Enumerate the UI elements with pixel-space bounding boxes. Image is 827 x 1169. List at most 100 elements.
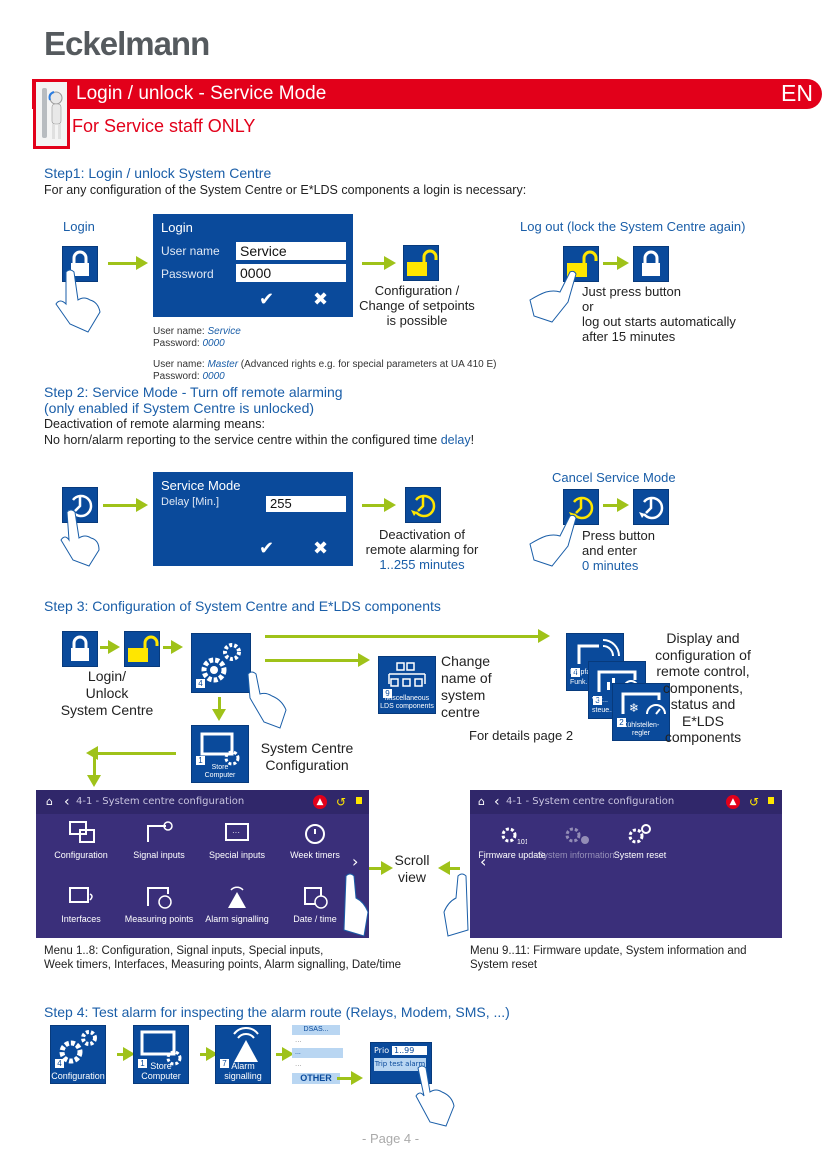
alarm-icon[interactable]: ▲	[313, 795, 327, 809]
back-icon[interactable]: ‹	[494, 794, 500, 810]
step1-heading: Step1: Login / unlock System Centre	[44, 165, 272, 181]
menu-item-special-inputs[interactable]: ··· Special inputs	[197, 820, 277, 860]
tile-number: 1	[196, 756, 205, 765]
line: Deactivation of	[379, 527, 465, 542]
configuration-tile[interactable]: 4 Configuration	[50, 1025, 106, 1084]
test-alarm-panel: Prio 1..99 Trip test alarm	[370, 1042, 432, 1084]
svg-text:···: ···	[232, 828, 240, 837]
menu-item-measuring-points[interactable]: Measuring points	[119, 884, 199, 924]
unlock-icon[interactable]	[356, 797, 362, 804]
service-mechanic-icon	[33, 82, 70, 149]
step1-result: Configuration / Change of setpoints is p…	[359, 283, 475, 328]
menu-label: Date / time	[293, 914, 337, 924]
menu-item-week-timers[interactable]: Week timers	[275, 820, 355, 860]
menu-caption-left: Menu 1..8: Configuration, Signal inputs,…	[44, 945, 402, 971]
range-value: 1..255 minutes	[379, 557, 465, 572]
scroll-next-button[interactable]: ›	[352, 852, 359, 871]
menu-item-date-time[interactable]: Date / time	[275, 884, 355, 924]
scroll-caption: Scroll view	[394, 852, 430, 885]
calendar-clock-icon	[304, 887, 328, 909]
configuration-tile[interactable]: 4	[191, 633, 251, 693]
tile-number: 4	[571, 668, 580, 677]
password-field[interactable]: 0000	[236, 264, 346, 282]
tile-number: 4	[55, 1059, 64, 1068]
trip-test-alarm-button[interactable]: Trip test alarm	[374, 1058, 426, 1071]
list-item[interactable]: DSAS...	[292, 1025, 340, 1035]
measuring-icon	[147, 887, 172, 909]
username-value: Master	[207, 359, 239, 370]
delay-field[interactable]: 255	[266, 496, 346, 512]
pointing-hand-icon	[529, 270, 577, 323]
service-mode-button[interactable]	[62, 487, 98, 523]
menu-item-system-reset[interactable]: System reset	[600, 820, 680, 860]
lock-button[interactable]	[62, 246, 98, 282]
menu-label: System reset	[613, 850, 667, 860]
unlocked-button	[124, 631, 160, 667]
list-item[interactable]: ...	[292, 1048, 343, 1058]
pointing-hand-icon	[60, 509, 100, 567]
store-computer-tile[interactable]: 1 Store Computer	[191, 725, 249, 783]
zero-minutes-value: 0 minutes	[582, 558, 639, 573]
menu-item-signal-inputs[interactable]: Signal inputs	[119, 820, 199, 860]
lock-icon	[71, 250, 89, 276]
step3-heading: Step 3: Configuration of System Centre a…	[44, 598, 441, 614]
unlock-icon	[407, 249, 438, 276]
menu-item-configuration[interactable]: Configuration	[41, 820, 121, 860]
misc-lds-tile[interactable]: 9 Miscellaneous LDS components	[378, 656, 436, 714]
menu-item-interfaces[interactable]: Interfaces	[41, 884, 121, 924]
component-tile-cooling[interactable]: ❄ 2 Kühlstellen- regler	[612, 683, 670, 741]
reset-gears-icon	[628, 824, 651, 844]
snowflake-gauge-icon: ❄	[621, 692, 666, 715]
tile-label: Store Computer	[204, 764, 236, 779]
lock-button[interactable]	[62, 631, 98, 667]
network-icon	[388, 662, 426, 687]
page-subtitle: For Service staff ONLY	[72, 116, 256, 136]
back-icon[interactable]: ‹	[64, 794, 70, 810]
dialog-title: Login	[161, 220, 193, 235]
service-mode-icon[interactable]: ↺	[749, 795, 760, 809]
label: User name:	[153, 326, 208, 337]
arrow-right	[369, 861, 393, 875]
unlock-icon	[128, 635, 159, 662]
store-computer-tile[interactable]: 1 Store Computer	[133, 1025, 189, 1084]
alarm-icon[interactable]: ▲	[726, 795, 740, 809]
arrow-right	[117, 1047, 135, 1061]
tile-label: Alarm signalling	[224, 1061, 262, 1081]
username-label: User name	[161, 244, 220, 258]
delay-term: delay	[440, 433, 471, 447]
service-mode-icon[interactable]: ↺	[336, 795, 347, 809]
username-field[interactable]: Service	[236, 242, 346, 260]
list-item: ...	[295, 1060, 302, 1068]
confirm-button[interactable]: ✔	[259, 538, 275, 558]
service-mode-dialog: Service Mode Delay [Min.] 255 ✔ ✖	[153, 472, 353, 566]
cancel-button[interactable]: ✖	[313, 289, 329, 309]
menu-item-firmware-update[interactable]: 101 Firmware update	[472, 820, 552, 860]
menu-label: System information	[537, 850, 615, 860]
screen-header: ⌂ ‹ 4-1 - System centre configuration ▲ …	[470, 790, 782, 814]
configuration-icon	[69, 821, 95, 843]
alarm-signalling-tile[interactable]: 7 Alarm signalling	[215, 1025, 271, 1084]
cancel-button[interactable]: ✖	[313, 538, 329, 558]
login-dialog: Login User name Service Password 0000 ✔ …	[153, 214, 353, 317]
menu-caption-right: Menu 9..11: Firmware update, System info…	[470, 945, 747, 971]
menu-item-system-information[interactable]: System information	[536, 820, 616, 860]
prio-label: Prio	[374, 1046, 390, 1055]
list-item-other[interactable]: OTHER	[292, 1073, 340, 1084]
title-banner	[32, 79, 822, 109]
unlock-icon[interactable]	[768, 797, 774, 804]
menu-item-alarm-signalling[interactable]: Alarm signalling	[197, 884, 277, 924]
line: remote alarming for	[365, 542, 479, 557]
prio-field[interactable]: 1..99	[392, 1046, 427, 1055]
menu-label: Alarm signalling	[205, 914, 269, 924]
misc-caption: Change name of system centre	[441, 653, 492, 720]
home-icon[interactable]: ⌂	[46, 795, 53, 808]
confirm-button[interactable]: ✔	[259, 289, 275, 309]
note: (Advanced rights e.g. for special parame…	[238, 359, 497, 370]
credentials-master: User name: Master (Advanced rights e.g. …	[153, 359, 497, 383]
arrow-right	[362, 498, 396, 512]
pointing-hand-icon	[343, 873, 369, 937]
arrow-down	[212, 697, 226, 721]
scroll-prev-button[interactable]: ‹	[480, 852, 487, 871]
home-icon[interactable]: ⌂	[478, 795, 485, 808]
list-item: ...	[295, 1036, 302, 1044]
